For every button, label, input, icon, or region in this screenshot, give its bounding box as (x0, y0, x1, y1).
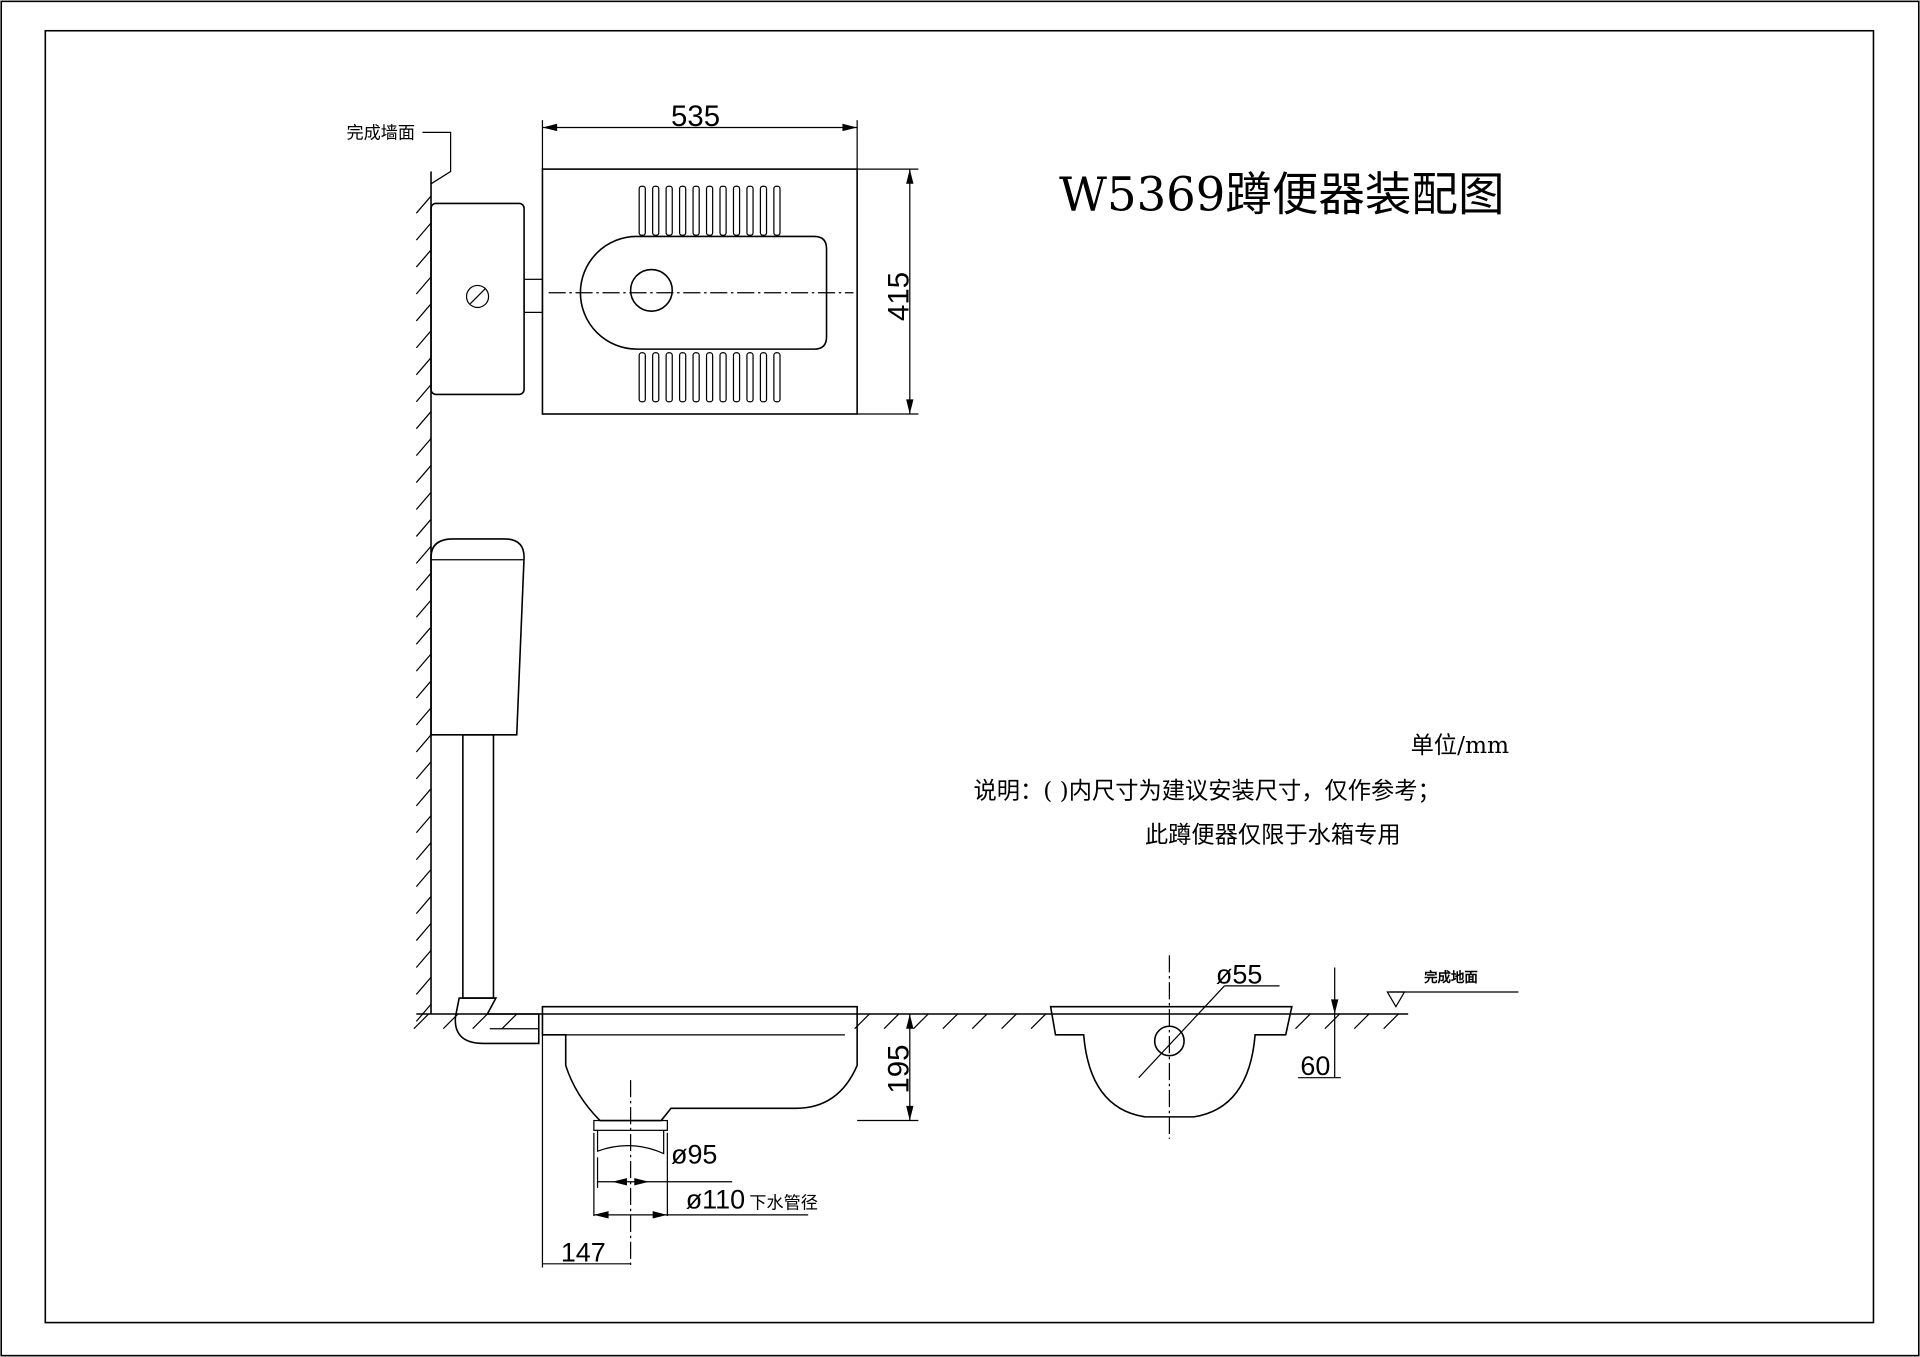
top-view: 535 415 (430, 100, 919, 415)
side-section: 195 ø95 ø110 下水管径 147 (541, 1005, 919, 1268)
height-dimension: 195 (883, 1045, 916, 1094)
outlet-outer-dimension: ø110 (686, 1185, 745, 1215)
inlet-diameter-dimension: ø55 (1216, 959, 1262, 989)
finished-floor: 完成地面 (413, 969, 1519, 1030)
drain-pipe-label: 下水管径 (749, 1193, 818, 1213)
note-line-1: 说明：( )内尺寸为建议安装尺寸，仅作参考； (973, 778, 1440, 805)
note-line-2: 此蹲便器仅限于水箱专用 (1145, 822, 1401, 849)
finished-wall: 完成墙面 (347, 123, 452, 1022)
front-section: ø55 60 (1049, 955, 1341, 1139)
finished-floor-label: 完成地面 (1424, 969, 1478, 985)
depth-dimension: 415 (883, 272, 916, 321)
cistern (430, 538, 540, 1045)
width-dimension: 535 (671, 100, 720, 133)
outlet-inner-dimension: ø95 (671, 1139, 717, 1169)
finished-wall-label: 完成墙面 (347, 123, 415, 143)
drawing-title: W5369蹲便器装配图 (1059, 168, 1504, 222)
outlet-offset-dimension: 147 (561, 1237, 606, 1267)
unit-note: 单位/mm (1411, 732, 1509, 759)
recess-dimension: 60 (1300, 1051, 1330, 1081)
drawing-frame (44, 29, 1875, 1324)
